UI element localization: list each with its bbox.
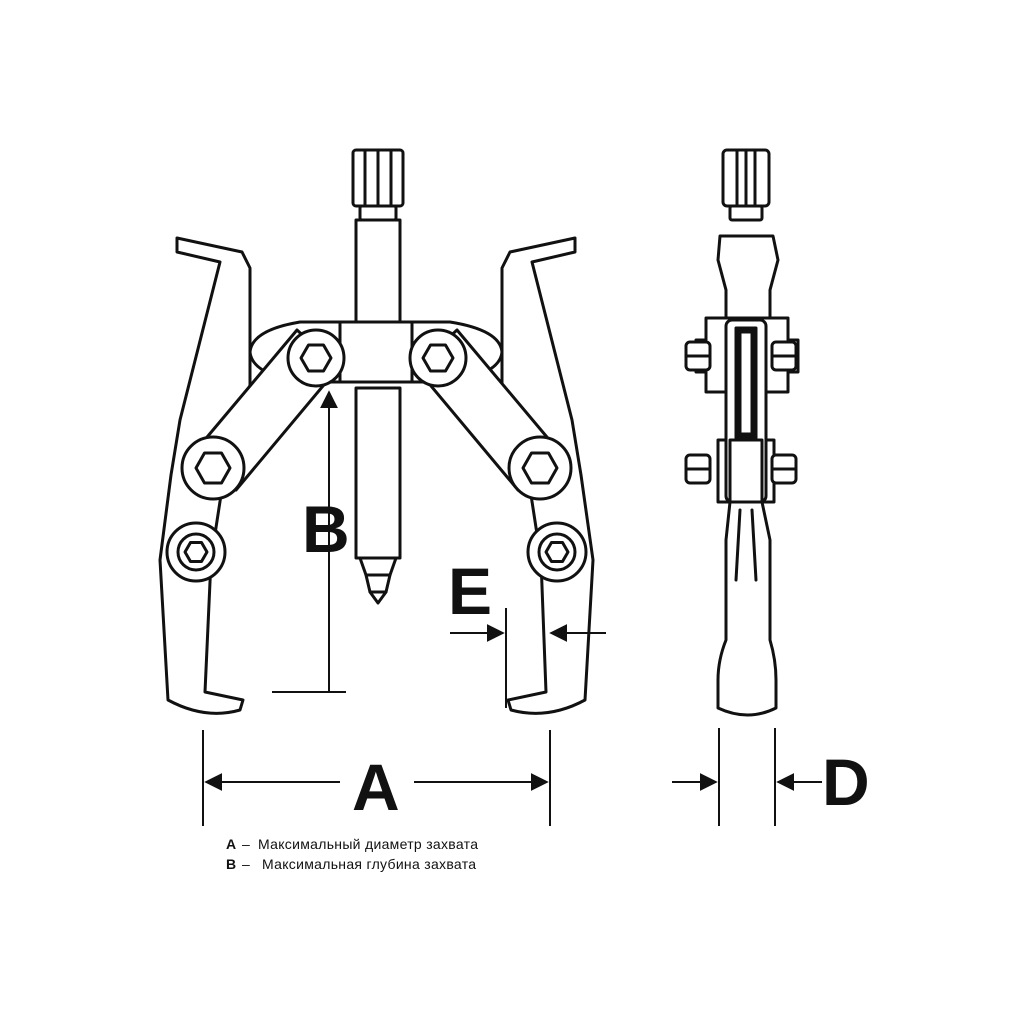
legend-text-b: Максимальная глубина захвата — [262, 856, 476, 872]
front-view — [158, 148, 595, 715]
legend-key-a: A — [226, 836, 236, 852]
legend-key-b: B — [226, 856, 236, 872]
legend: A – Максимальный диаметр захвата B – Мак… — [226, 836, 478, 872]
dim-label-e: E — [448, 554, 492, 628]
legend-text-a: Максимальный диаметр захвата — [258, 836, 478, 852]
dim-label-d: D — [822, 745, 870, 819]
side-jaw-foot — [716, 500, 778, 717]
legend-dash-a: – — [242, 836, 250, 852]
side-view — [684, 148, 800, 717]
dim-label-a: A — [352, 750, 400, 824]
legend-dash-b: – — [242, 856, 250, 872]
dim-label-b: B — [302, 492, 350, 566]
